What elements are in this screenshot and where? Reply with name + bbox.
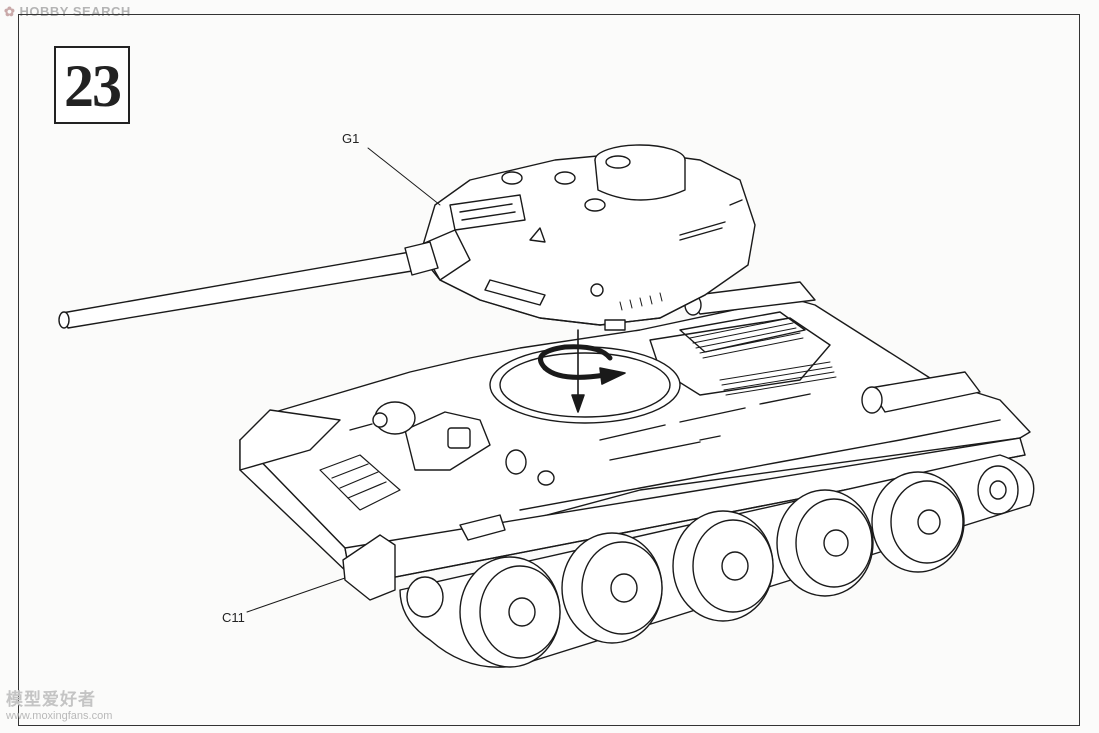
- running-gear: [399, 454, 1035, 668]
- hull: [239, 281, 1031, 601]
- leader-line-g1: [367, 147, 441, 206]
- leader-line-c11: [246, 577, 346, 613]
- step-number-box: 23: [54, 46, 130, 124]
- watermark-logo-icon: ✿: [4, 4, 20, 19]
- watermark-top: ✿ HOBBY SEARCH: [4, 4, 131, 20]
- callout-g1: G1: [342, 131, 360, 146]
- callout-c11: C11: [222, 610, 245, 625]
- road-wheel: [561, 532, 663, 644]
- page-frame: [18, 14, 1080, 726]
- watermark-top-text: HOBBY SEARCH: [19, 4, 131, 19]
- part-g1-turret: [58, 144, 756, 331]
- road-wheel: [776, 489, 874, 597]
- road-wheel: [871, 471, 965, 573]
- turret-ring: [489, 346, 681, 424]
- gun-barrel: [61, 251, 419, 329]
- watermark-bottom: 模型爱好者 www.moxingfans.com: [6, 690, 112, 723]
- part-c11: [342, 534, 396, 601]
- step-number: 23: [64, 53, 122, 119]
- watermark-bottom-url: www.moxingfans.com: [6, 710, 113, 722]
- assembly-arrow: [538, 329, 626, 413]
- road-wheel: [672, 510, 774, 622]
- road-wheel: [459, 556, 561, 668]
- watermark-bottom-cn: 模型爱好者: [6, 690, 96, 709]
